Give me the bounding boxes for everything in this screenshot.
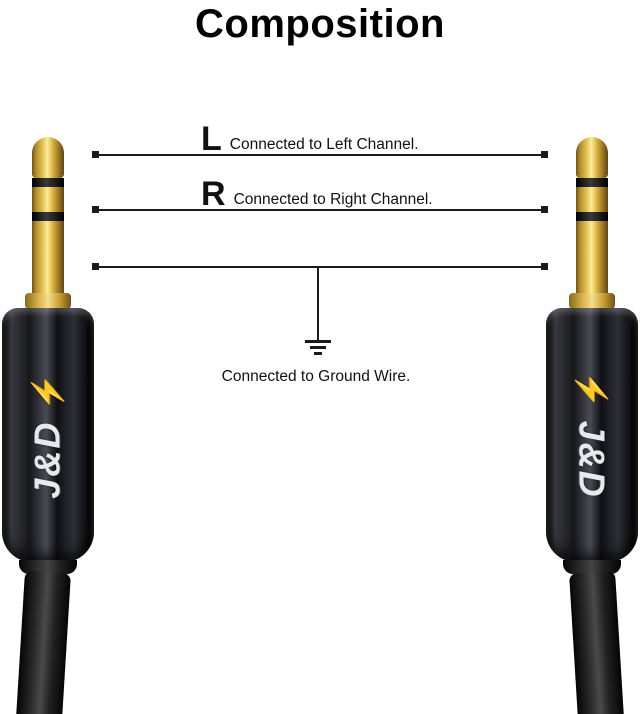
lightning-bolt-icon: ⚡	[31, 371, 65, 411]
ground-stem	[317, 266, 319, 340]
plug-ring	[576, 187, 608, 212]
line-endpoint	[92, 263, 99, 270]
brand-label: J&D ⚡	[2, 308, 94, 562]
plug-tip	[576, 137, 608, 178]
strain-relief	[563, 560, 621, 574]
connector-housing: ⚡ J&D	[546, 308, 638, 562]
plug-ring	[32, 187, 64, 212]
connector-housing: J&D ⚡	[2, 308, 94, 562]
plug-collar	[25, 293, 71, 309]
ground-bar	[310, 346, 326, 349]
right-channel-text: Connected to Right Channel.	[233, 190, 433, 208]
cable	[569, 570, 626, 714]
line-endpoint	[92, 206, 99, 213]
right-channel-annotation: R Connected to Right Channel.	[201, 175, 433, 214]
plug-groove	[576, 212, 608, 221]
strain-relief	[19, 560, 77, 574]
plug-tip	[32, 137, 64, 178]
right-channel-label: R	[201, 175, 226, 214]
brand-name: J&D	[27, 420, 69, 499]
left-channel-line	[99, 154, 541, 156]
plug-sleeve	[32, 221, 64, 293]
left-connector: J&D ⚡	[2, 137, 94, 714]
ground-line	[99, 266, 541, 268]
ground-bar	[305, 340, 331, 343]
left-channel-text: Connected to Left Channel.	[229, 135, 419, 153]
plug-groove	[32, 212, 64, 221]
lightning-bolt-icon: ⚡	[575, 371, 609, 411]
line-endpoint	[92, 151, 99, 158]
brand-name: J&D	[572, 420, 614, 499]
line-endpoint	[541, 206, 548, 213]
left-channel-label: L	[201, 120, 222, 159]
right-connector: ⚡ J&D	[546, 137, 638, 714]
right-channel-line	[99, 209, 541, 211]
line-endpoint	[541, 263, 548, 270]
brand-label: ⚡ J&D	[546, 308, 638, 562]
plug-groove	[32, 178, 64, 187]
ground-text: Connected to Ground Wire.	[221, 368, 411, 385]
cable	[14, 570, 71, 714]
ground-bar	[314, 352, 322, 355]
plug-sleeve	[576, 221, 608, 293]
plug-groove	[576, 178, 608, 187]
left-channel-annotation: L Connected to Left Channel.	[201, 120, 419, 159]
page-title: Composition	[195, 2, 445, 46]
line-endpoint	[541, 151, 548, 158]
plug-collar	[569, 293, 615, 309]
